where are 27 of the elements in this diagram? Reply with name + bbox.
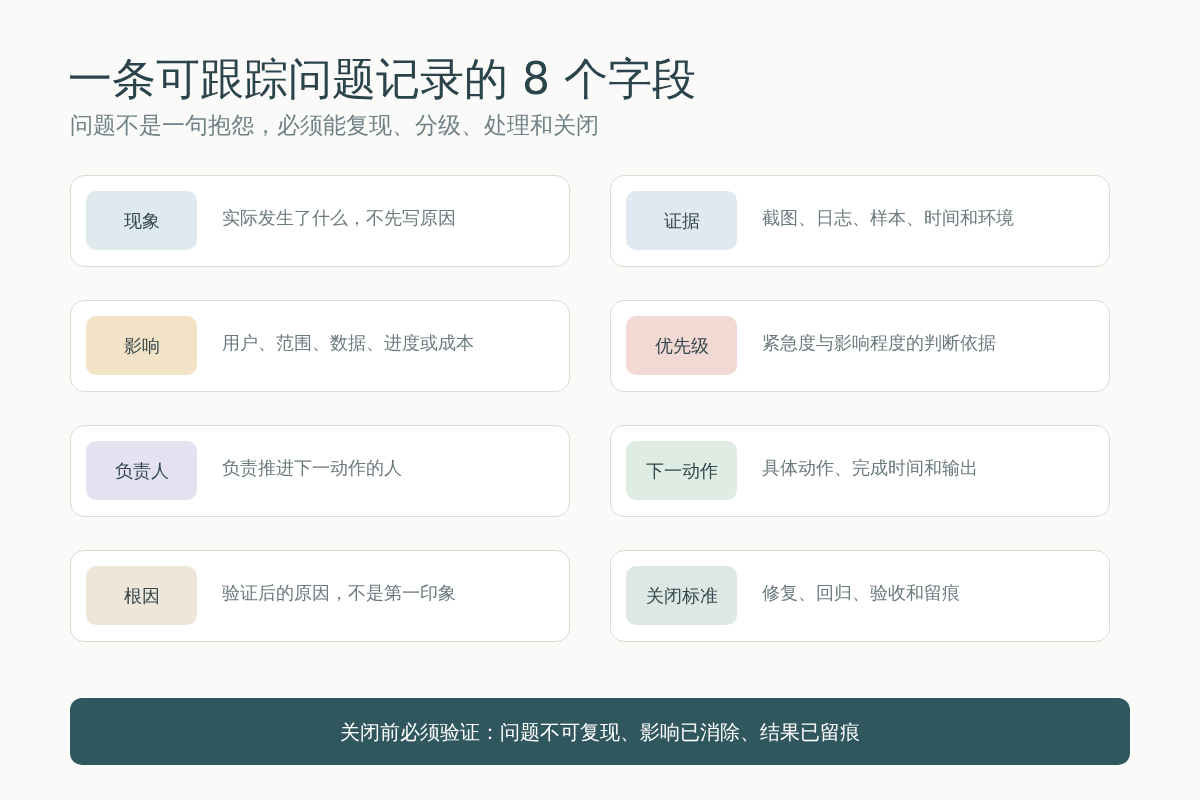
field-description: 截图、日志、样本、时间和环境 xyxy=(762,206,1014,230)
field-tag: 优先级 xyxy=(626,316,737,375)
field-description: 具体动作、完成时间和输出 xyxy=(762,456,978,480)
field-card xyxy=(70,175,570,267)
field-card xyxy=(610,175,1110,267)
field-description: 实际发生了什么，不先写原因 xyxy=(222,206,456,230)
field-tag: 关闭标准 xyxy=(626,566,737,625)
field-tag: 根因 xyxy=(86,566,197,625)
title: 一条可跟踪问题记录的 8 个字段 xyxy=(68,52,696,106)
field-card xyxy=(70,425,570,517)
field-card xyxy=(70,550,570,642)
summary-banner: 关闭前必须验证：问题不可复现、影响已消除、结果已留痕 xyxy=(70,698,1130,765)
field-description: 修复、回归、验收和留痕 xyxy=(762,581,960,605)
field-tag: 证据 xyxy=(626,191,737,250)
field-tag: 现象 xyxy=(86,191,197,250)
field-description: 验证后的原因，不是第一印象 xyxy=(222,581,456,605)
field-description: 紧急度与影响程度的判断依据 xyxy=(762,331,996,355)
field-description: 用户、范围、数据、进度或成本 xyxy=(222,331,474,355)
subtitle: 问题不是一句抱怨，必须能复现、分级、处理和关闭 xyxy=(70,111,599,140)
field-tag: 影响 xyxy=(86,316,197,375)
field-description: 负责推进下一动作的人 xyxy=(222,456,402,480)
field-card xyxy=(610,425,1110,517)
field-card xyxy=(610,550,1110,642)
field-tag: 下一动作 xyxy=(626,441,737,500)
field-tag: 负责人 xyxy=(86,441,197,500)
field-card xyxy=(610,300,1110,392)
field-card xyxy=(70,300,570,392)
